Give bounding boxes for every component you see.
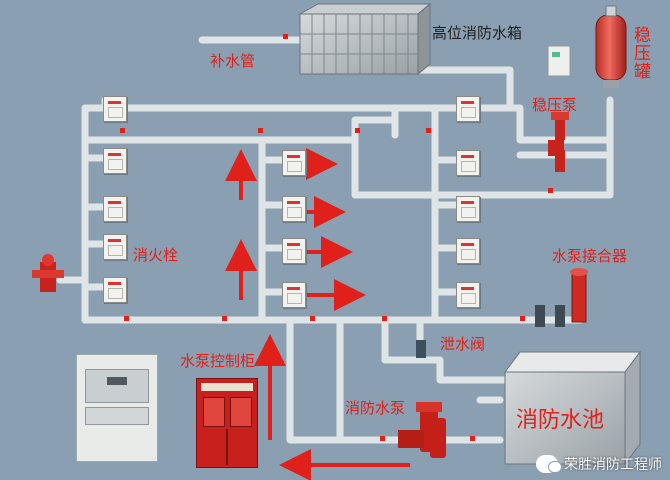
label-pump-control-cabinet: 水泵控制柜: [180, 352, 256, 370]
flow-arrows: [225, 148, 410, 480]
hydrant-cabinet-right-3: [456, 238, 480, 264]
hydrant-cabinet-mid-2: [282, 196, 306, 222]
fire-pumps: [398, 402, 446, 458]
label-high-tank: 高位消防水箱: [432, 24, 523, 42]
valve-markers: [120, 34, 553, 441]
hydrant-cabinet-mid-3: [282, 238, 306, 264]
label-pump-adapter: 水泵接合器: [552, 247, 628, 265]
label-stabilizer-pump: 稳压泵: [532, 96, 578, 114]
wechat-icon: [536, 455, 562, 473]
label-hydrant: 消火栓: [133, 246, 179, 264]
label-makeup-pipe: 补水管: [210, 52, 256, 70]
fire-alarm-control-panel: [76, 354, 158, 462]
label-fire-pump: 消防水泵: [345, 399, 406, 417]
watermark: 荣胜消防工程师: [536, 454, 662, 474]
hydrant-cabinet-left-3: [103, 234, 127, 260]
hydrant-cabinet-mid-4: [282, 282, 306, 308]
outdoor-hydrant: [32, 254, 64, 292]
hydrant-cabinet-left-4: [103, 277, 127, 303]
pump-adapter: [535, 268, 588, 327]
hydrant-cabinet-right-4: [456, 282, 480, 308]
label-stabilizer-tank: 稳压罐: [630, 26, 650, 80]
stabilizer-tank: [595, 5, 627, 88]
relief-valve-body: [416, 340, 426, 358]
high-water-tank: [298, 2, 432, 76]
pump-control-cabinet: [196, 378, 258, 468]
hydrant-cabinet-left-2: [103, 196, 127, 222]
watermark-text: 荣胜消防工程师: [564, 457, 662, 473]
hydrant-cabinet-mid-1: [282, 150, 306, 176]
hydrant-cabinet-left-top: [103, 96, 127, 122]
fire-pool: [504, 350, 641, 466]
hydrant-cabinet-right-2: [456, 196, 480, 222]
label-fire-pool: 消防水池: [516, 408, 605, 433]
stabilizer-pumps: [548, 112, 569, 172]
label-relief-valve: 泄水阀: [440, 335, 486, 353]
hydrant-cabinet-left-1: [103, 148, 127, 174]
hydrant-cabinet-right-top: [456, 96, 480, 122]
tank-control-box: [547, 45, 571, 77]
hydrant-cabinet-right-1: [456, 150, 480, 176]
